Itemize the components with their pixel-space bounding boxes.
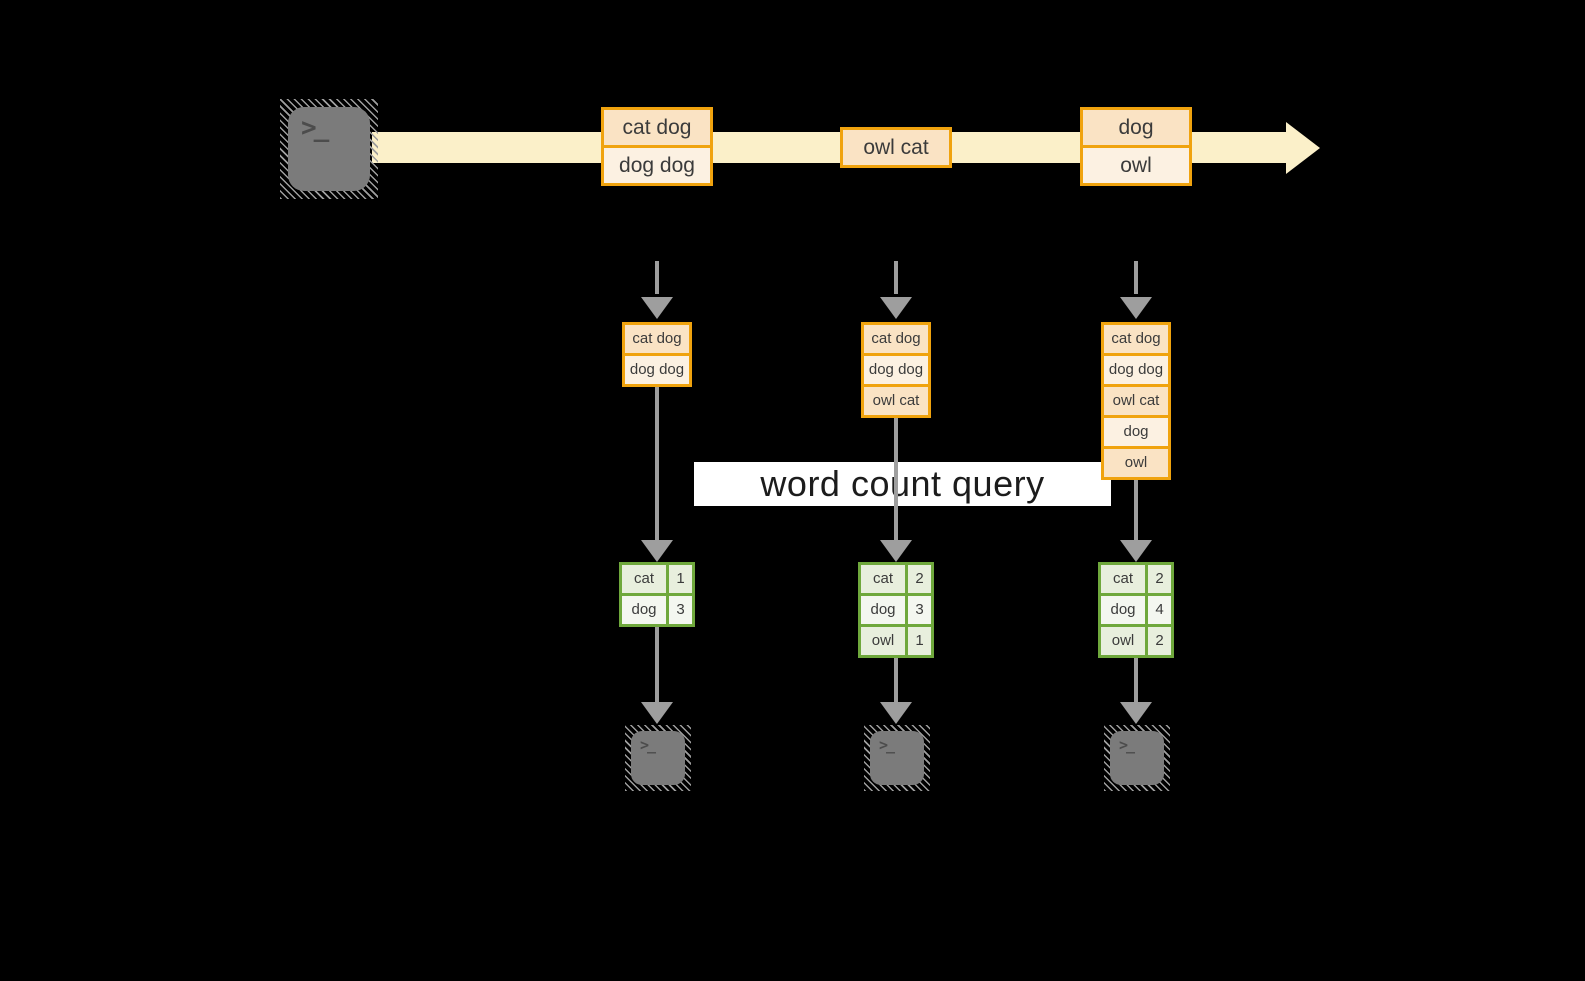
table-row: owl 1 bbox=[861, 624, 931, 655]
output-arrow-line-3 bbox=[1134, 658, 1138, 703]
query-arrow-line-2 bbox=[894, 418, 898, 540]
batch-line: owl cat bbox=[843, 130, 949, 165]
terminal-screen: >_ bbox=[1110, 731, 1164, 785]
output-terminal-icon-3: >_ bbox=[1104, 725, 1170, 791]
ingest-arrow-line-1 bbox=[655, 261, 659, 294]
count-cell: 3 bbox=[905, 596, 931, 624]
stream-batch-3: dog owl bbox=[1080, 107, 1192, 186]
terminal-screen: >_ bbox=[870, 731, 924, 785]
output-arrow-head-1-icon bbox=[641, 702, 673, 724]
output-arrow-head-3-icon bbox=[1120, 702, 1152, 724]
state-buffer-2: cat dog dog dog owl cat bbox=[861, 322, 931, 418]
table-row: cat 2 bbox=[1101, 565, 1171, 593]
word-cell: owl bbox=[1101, 627, 1145, 655]
table-row: dog 3 bbox=[861, 593, 931, 624]
stream-arrowhead-icon bbox=[1286, 122, 1320, 174]
word-cell: dog bbox=[622, 596, 666, 624]
state-line: owl cat bbox=[1104, 384, 1168, 415]
ingest-arrow-line-3 bbox=[1134, 261, 1138, 294]
state-line: owl bbox=[1104, 446, 1168, 477]
word-count-table-2: cat 2 dog 3 owl 1 bbox=[858, 562, 934, 658]
table-row: dog 4 bbox=[1101, 593, 1171, 624]
state-line: dog bbox=[1104, 415, 1168, 446]
source-terminal-icon: >_ bbox=[280, 99, 378, 199]
table-row: cat 2 bbox=[861, 565, 931, 593]
word-cell: cat bbox=[861, 565, 905, 593]
count-cell: 2 bbox=[905, 565, 931, 593]
state-line: cat dog bbox=[1104, 325, 1168, 353]
output-terminal-icon-1: >_ bbox=[625, 725, 691, 791]
state-line: dog dog bbox=[1104, 353, 1168, 384]
output-arrow-line-1 bbox=[655, 627, 659, 703]
terminal-screen: >_ bbox=[288, 107, 370, 191]
stream-batch-1: cat dog dog dog bbox=[601, 107, 713, 186]
query-arrow-line-3 bbox=[1134, 480, 1138, 540]
count-cell: 2 bbox=[1145, 565, 1171, 593]
terminal-prompt-glyph: >_ bbox=[301, 113, 329, 143]
output-terminal-icon-2: >_ bbox=[864, 725, 930, 791]
state-buffer-1: cat dog dog dog bbox=[622, 322, 692, 387]
query-arrow-head-2-icon bbox=[880, 540, 912, 562]
word-cell: cat bbox=[622, 565, 666, 593]
word-cell: dog bbox=[861, 596, 905, 624]
ingest-arrow-head-1-icon bbox=[641, 297, 673, 319]
state-line: owl cat bbox=[864, 384, 928, 415]
count-cell: 1 bbox=[905, 627, 931, 655]
query-label-band: word count query bbox=[694, 462, 1111, 506]
table-row: cat 1 bbox=[622, 565, 692, 593]
query-arrow-head-1-icon bbox=[641, 540, 673, 562]
batch-line: dog dog bbox=[604, 145, 710, 183]
batch-line: owl bbox=[1083, 145, 1189, 183]
table-row: dog 3 bbox=[622, 593, 692, 624]
count-cell: 3 bbox=[666, 596, 692, 624]
output-arrow-line-2 bbox=[894, 658, 898, 703]
state-line: cat dog bbox=[625, 325, 689, 353]
word-cell: owl bbox=[861, 627, 905, 655]
terminal-screen: >_ bbox=[631, 731, 685, 785]
ingest-arrow-line-2 bbox=[894, 261, 898, 294]
table-row: owl 2 bbox=[1101, 624, 1171, 655]
query-label: word count query bbox=[760, 463, 1045, 504]
terminal-prompt-glyph: >_ bbox=[1119, 736, 1135, 754]
terminal-prompt-glyph: >_ bbox=[640, 736, 656, 754]
state-line: dog dog bbox=[864, 353, 928, 384]
ingest-arrow-head-2-icon bbox=[880, 297, 912, 319]
batch-line: dog bbox=[1083, 110, 1189, 145]
stream-batch-2: owl cat bbox=[840, 127, 952, 168]
state-line: dog dog bbox=[625, 353, 689, 384]
word-count-table-1: cat 1 dog 3 bbox=[619, 562, 695, 627]
state-buffer-3: cat dog dog dog owl cat dog owl bbox=[1101, 322, 1171, 480]
terminal-prompt-glyph: >_ bbox=[879, 736, 895, 754]
word-cell: dog bbox=[1101, 596, 1145, 624]
batch-line: cat dog bbox=[604, 110, 710, 145]
query-arrow-head-3-icon bbox=[1120, 540, 1152, 562]
state-line: cat dog bbox=[864, 325, 928, 353]
count-cell: 2 bbox=[1145, 627, 1171, 655]
count-cell: 4 bbox=[1145, 596, 1171, 624]
query-arrow-line-1 bbox=[655, 387, 659, 540]
output-arrow-head-2-icon bbox=[880, 702, 912, 724]
count-cell: 1 bbox=[666, 565, 692, 593]
word-cell: cat bbox=[1101, 565, 1145, 593]
ingest-arrow-head-3-icon bbox=[1120, 297, 1152, 319]
word-count-table-3: cat 2 dog 4 owl 2 bbox=[1098, 562, 1174, 658]
